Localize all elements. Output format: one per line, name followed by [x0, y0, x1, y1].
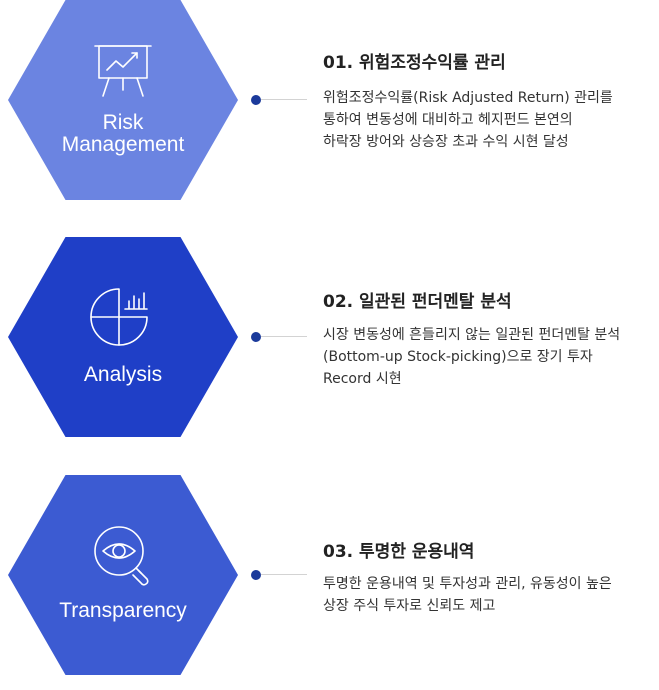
- section-title: 02. 일관된 펀더멘탈 분석: [323, 292, 512, 312]
- connector-dot: [251, 95, 261, 105]
- connector: [251, 95, 307, 105]
- section-description: 위험조정수익률(Risk Adjusted Return) 관리를 통하여 변동…: [323, 87, 659, 153]
- connector-dot: [251, 570, 261, 580]
- description-line: 시장 변동성에 흔들리지 않는 일관된 펀더멘탈 분석: [323, 327, 621, 343]
- hexagon-risk-management: Risk Management: [8, 0, 238, 200]
- section-description: 투명한 운용내역 및 투자성과 관리, 유동성이 높은 상장 주식 투자로 신뢰…: [323, 573, 659, 617]
- feature-row-analysis: Analysis 02. 일관된 펀더멘탈 분석 시장 변동성에 흔들리지 않는…: [0, 237, 659, 437]
- hexagon-label-line-1: Risk: [102, 111, 144, 134]
- description-line: Record 시현: [323, 371, 402, 387]
- feature-row-risk-management: Risk Management 01. 위험조정수익률 관리 위험조정수익률(R…: [0, 0, 659, 200]
- section-description: 시장 변동성에 흔들리지 않는 일관된 펀더멘탈 분석 (Bottom-up S…: [323, 324, 659, 390]
- connector: [251, 332, 307, 342]
- description-line: 투명한 운용내역 및 투자성과 관리, 유동성이 높은: [323, 576, 612, 592]
- connector-line: [261, 574, 307, 575]
- description-line: 위험조정수익률(Risk Adjusted Return) 관리를: [323, 90, 613, 106]
- hexagon-label-line-2: Management: [61, 133, 185, 156]
- eye-magnifier-icon: [94, 526, 149, 586]
- description-line: 상장 주식 투자로 신뢰도 제고: [323, 598, 496, 614]
- section-title: 03. 투명한 운용내역: [323, 542, 475, 562]
- presentation-chart-icon: [94, 45, 152, 97]
- hexagon-label: Transparency: [59, 599, 187, 622]
- hexagon-label: Analysis: [83, 363, 163, 386]
- connector: [251, 570, 307, 580]
- connector-line: [261, 99, 307, 100]
- description-line: 하락장 방어와 상승장 초과 수익 시현 달성: [323, 134, 569, 150]
- hexagon-transparency: Transparency: [8, 475, 238, 675]
- feature-row-transparency: Transparency 03. 투명한 운용내역 투명한 운용내역 및 투자성…: [0, 475, 659, 675]
- connector-line: [261, 336, 307, 337]
- connector-dot: [251, 332, 261, 342]
- hexagon-analysis: Analysis: [8, 237, 238, 437]
- pie-chart-icon: [90, 288, 148, 346]
- section-title: 01. 위험조정수익률 관리: [323, 53, 506, 73]
- description-line: (Bottom-up Stock-picking)으로 장기 투자: [323, 349, 593, 365]
- description-line: 통하여 변동성에 대비하고 헤지펀드 본연의: [323, 112, 573, 128]
